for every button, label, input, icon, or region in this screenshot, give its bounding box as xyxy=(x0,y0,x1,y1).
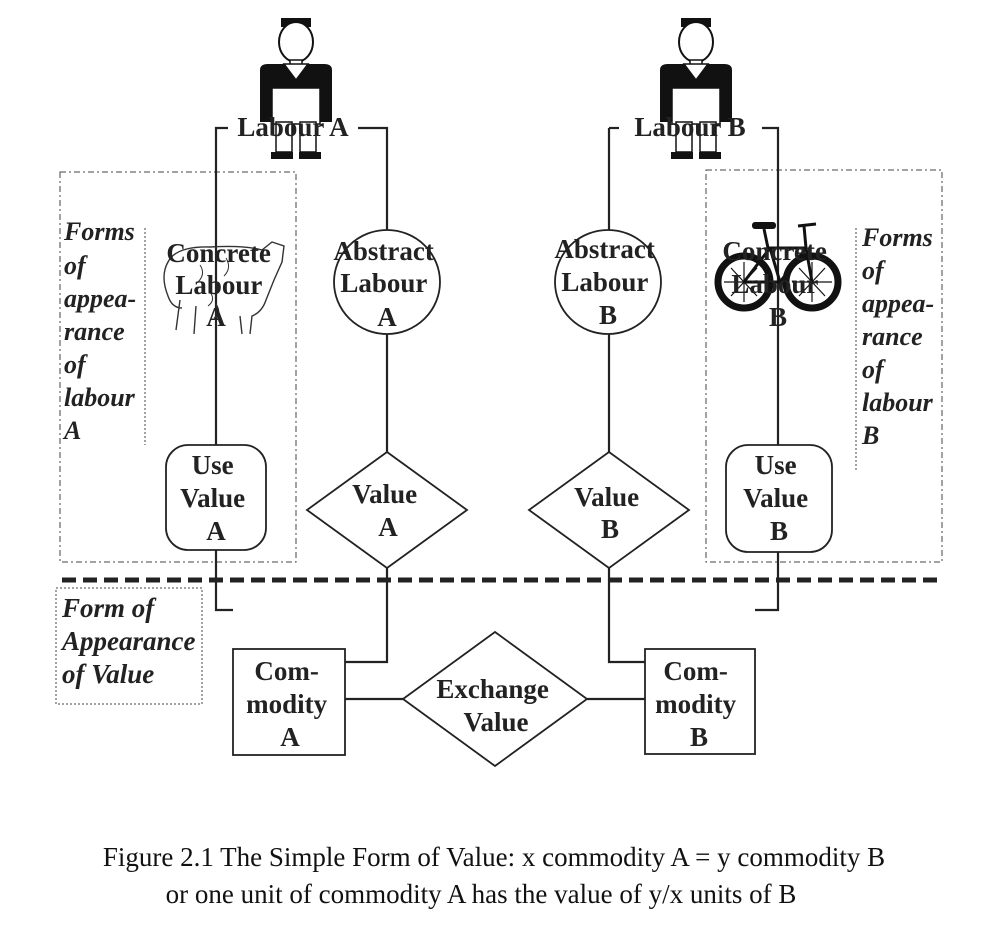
bicycle-icon xyxy=(714,222,842,312)
exchange-value-node xyxy=(401,630,589,768)
concrete-labour-a-label: Concrete Labour A xyxy=(166,238,277,332)
exchange-value-label: Exchange Value xyxy=(436,674,555,737)
use-value-b-label: Use Value B xyxy=(743,450,815,546)
commodity-a-label: Com- modity A xyxy=(246,656,334,752)
value-b-label: Value B xyxy=(574,482,646,544)
abstract-labour-a-label: Abstract Labour A xyxy=(333,236,440,332)
use-value-b-node xyxy=(725,444,833,553)
forms-appearance-labour-a: Forms of appea- rance of labour A xyxy=(62,217,143,445)
value-a-label: Value A xyxy=(352,479,424,542)
abstract-labour-b-label: Abstract Labour B xyxy=(554,234,661,330)
value-b-node xyxy=(527,450,691,570)
labour-a-region xyxy=(59,171,297,563)
worker-icon xyxy=(260,18,332,159)
value-a-node xyxy=(305,450,469,570)
form-value-region xyxy=(55,587,203,705)
abstract-labour-b-node xyxy=(554,229,662,335)
labour-a-label: Labour A xyxy=(237,112,349,142)
commodity-b-label: Com- modity B xyxy=(655,656,743,752)
form-of-appearance-of-value: Form of Appearance of Value xyxy=(60,593,202,689)
use-value-a-label: Use Value A xyxy=(180,450,252,546)
commodity-a-node xyxy=(232,648,346,756)
concrete-labour-b-label: Concrete Labour B xyxy=(722,236,833,332)
figure-caption-line-1: Figure 2.1 The Simple Form of Value: x c… xyxy=(103,842,885,872)
connectors xyxy=(214,126,780,701)
cow-icon xyxy=(163,241,285,335)
figure-caption-line-2: or one unit of commodity A has the value… xyxy=(166,879,797,909)
use-value-a-node xyxy=(165,444,267,551)
forms-appearance-labour-b: Forms of appea- rance of labour B xyxy=(861,223,941,450)
labour-b-region xyxy=(705,169,943,563)
labour-b-label: Labour B xyxy=(634,112,745,142)
worker-icon xyxy=(660,18,732,159)
commodity-b-node xyxy=(644,648,756,755)
abstract-labour-a-node xyxy=(333,229,441,335)
